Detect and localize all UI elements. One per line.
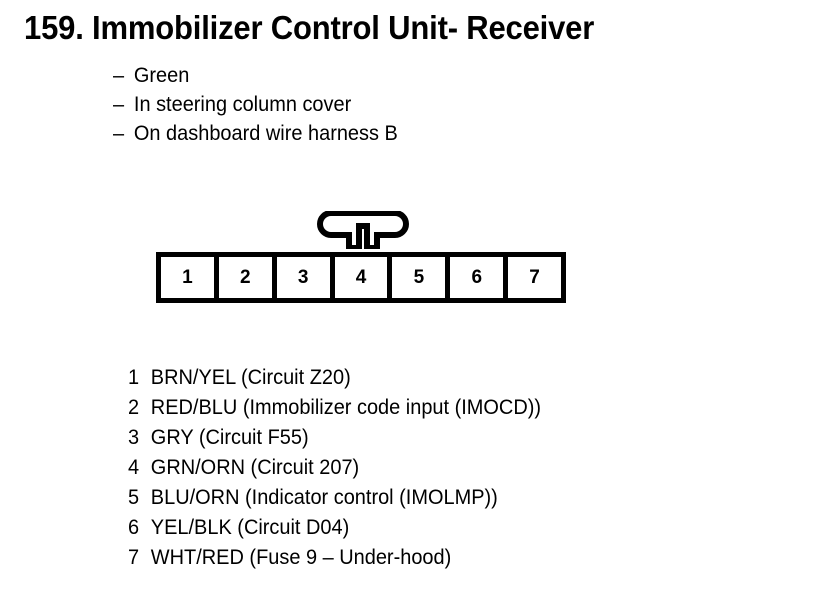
pin-assignment-row: 6 YEL/BLK (Circuit D04) — [128, 513, 541, 543]
dash-icon: – — [113, 93, 125, 116]
note-label: On dashboard wire harness B — [133, 122, 398, 145]
pin-description: RED/BLU (Immobilizer code input (IMOCD)) — [150, 396, 542, 419]
note-item: –In steering column cover — [113, 90, 398, 119]
pin-description: GRN/ORN (Circuit 207) — [150, 456, 360, 479]
connector-body: 1 2 3 4 5 6 7 — [156, 252, 566, 303]
connector-notes-list: –Green –In steering column cover –On das… — [113, 61, 398, 148]
pin-number: 4 — [128, 456, 140, 479]
pin-cell-label: 2 — [240, 267, 251, 288]
note-label: Green — [133, 64, 190, 87]
pin-cell-2[interactable]: 2 — [218, 257, 272, 298]
pin-cell-4[interactable]: 4 — [334, 257, 388, 298]
pin-number: 6 — [128, 516, 140, 539]
note-label: In steering column cover — [133, 93, 352, 116]
pin-assignment-row: 5 BLU/ORN (Indicator control (IMOLMP)) — [128, 483, 541, 513]
pin-number: 7 — [128, 546, 140, 569]
dash-icon: – — [113, 122, 125, 145]
pin-cell-label: 3 — [297, 267, 309, 288]
pin-cell-7[interactable]: 7 — [508, 257, 562, 298]
pin-number: 5 — [128, 486, 140, 509]
pin-assignment-row: 3 GRY (Circuit F55) — [128, 423, 541, 453]
pin-cell-6[interactable]: 6 — [450, 257, 504, 298]
pin-assignment-row: 1 BRN/YEL (Circuit Z20) — [128, 363, 541, 393]
connector-locking-tab-icon — [317, 211, 409, 249]
pin-cell-1[interactable]: 1 — [161, 257, 214, 298]
note-item: –Green — [113, 61, 398, 90]
pin-description: WHT/RED (Fuse 9 – Under-hood) — [150, 546, 452, 569]
pin-assignment-row: 2 RED/BLU (Immobilizer code input (IMOCD)… — [128, 393, 541, 423]
pin-cell-label: 5 — [413, 267, 425, 288]
pin-number: 2 — [128, 396, 140, 419]
connector-diagram: 1 2 3 4 5 6 7 — [156, 208, 568, 306]
pin-cell-label: 4 — [355, 267, 367, 288]
pin-assignment-row: 4 GRN/ORN (Circuit 207) — [128, 453, 541, 483]
pin-cell-label: 6 — [471, 267, 483, 288]
page-title: 159. Immobilizer Control Unit- Receiver — [24, 9, 595, 46]
pin-description: GRY (Circuit F55) — [150, 426, 309, 449]
pin-assignment-list: 1 BRN/YEL (Circuit Z20) 2 RED/BLU (Immobil… — [128, 363, 541, 573]
pin-number: 1 — [128, 366, 140, 389]
pin-cell-5[interactable]: 5 — [392, 257, 446, 298]
pin-description: YEL/BLK (Circuit D04) — [150, 516, 350, 539]
pin-number: 3 — [128, 426, 140, 449]
note-item: –On dashboard wire harness B — [113, 119, 398, 148]
pin-assignment-row: 7 WHT/RED (Fuse 9 – Under-hood) — [128, 543, 541, 573]
pin-cell-3[interactable]: 3 — [276, 257, 330, 298]
pin-description: BRN/YEL (Circuit Z20) — [150, 366, 351, 389]
pin-description: BLU/ORN (Indicator control (IMOLMP)) — [150, 486, 498, 509]
dash-icon: – — [113, 64, 125, 87]
pin-cell-label: 1 — [182, 267, 193, 288]
pin-cell-label: 7 — [529, 267, 540, 288]
